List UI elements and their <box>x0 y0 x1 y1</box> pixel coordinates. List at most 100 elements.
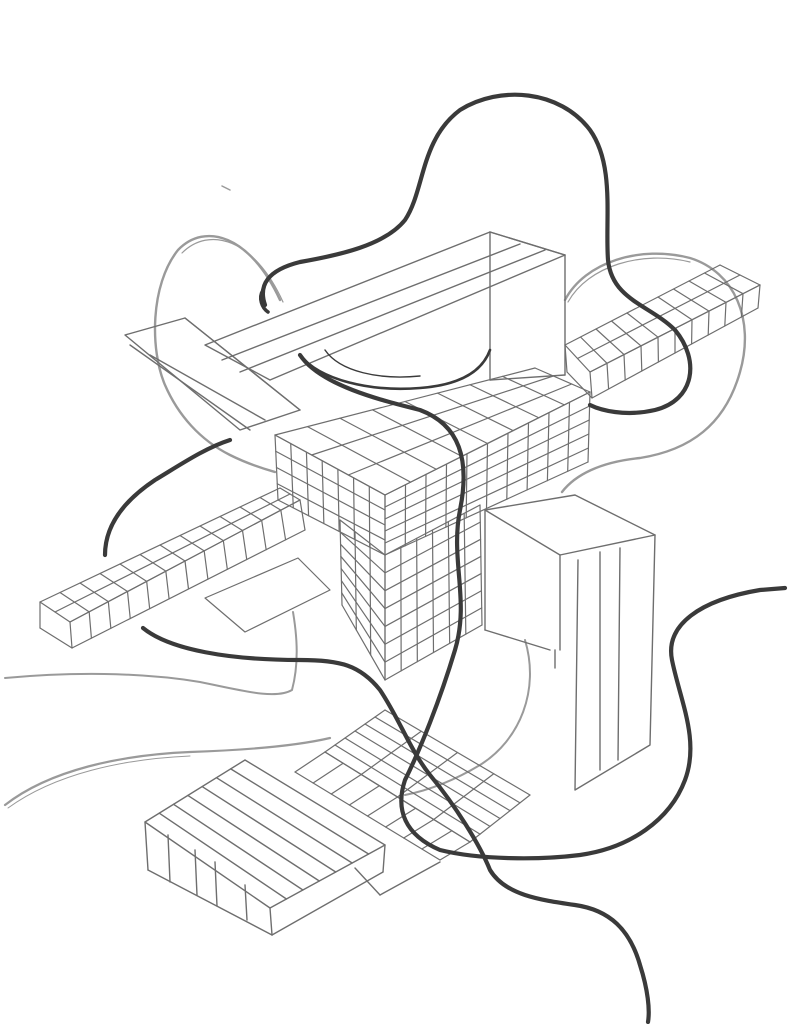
pillar-left-cell-line <box>339 531 386 574</box>
pillar-right-cell-line <box>463 512 467 635</box>
right-arm-front-cell-line <box>623 354 626 381</box>
pillar-right-cell-line <box>384 607 483 663</box>
pillar-left-cell-line <box>354 531 357 631</box>
cube-right-cell-line <box>384 461 589 556</box>
left-arm-edge <box>39 627 73 649</box>
left-arm-front-cell-line <box>69 499 301 623</box>
bottom-block-stripe <box>172 803 304 891</box>
top-beam <box>204 231 566 381</box>
cube-top-cell-line <box>534 367 591 393</box>
cube-right-cell-line <box>465 453 468 519</box>
pillar-right-cell-line <box>384 624 483 681</box>
pillar-right-cell-line <box>384 555 482 610</box>
cube-right-cell-line <box>384 419 590 520</box>
marker-top-loop <box>260 92 693 416</box>
floor-edge-cell-line <box>330 773 362 795</box>
left-arm-front-cell-line <box>241 529 248 561</box>
cube-right-cell-line <box>384 447 590 544</box>
pillar-right-cell-line <box>447 521 451 644</box>
floor-cell-line <box>360 730 422 776</box>
left-arm-front-cell-line <box>203 550 209 580</box>
left-arm-top-cell-line <box>39 487 281 603</box>
pillar-left-cell-line <box>369 542 372 656</box>
pillar-right-cell-line <box>384 572 482 628</box>
bottom-block-step <box>354 867 381 896</box>
left-arm-front-cell-line <box>107 601 112 629</box>
marker-curves <box>102 92 788 1024</box>
right-arm-front-cell-line <box>724 301 727 327</box>
floor-edge-cell-line <box>348 785 380 806</box>
marker-lower-sweep <box>140 625 651 1024</box>
right-standing-box <box>484 494 656 791</box>
cube-right-cell-line <box>567 401 571 472</box>
pillar-right-cell-line <box>384 504 481 556</box>
cube-top-cell-line <box>306 426 412 483</box>
floor-edge-cell-line <box>421 830 453 850</box>
cube-top-cell-line <box>274 367 536 436</box>
pillar-right-cell-line <box>416 537 418 663</box>
left-arm-front-cell-line <box>146 580 151 610</box>
bottom-block-segment <box>244 884 248 921</box>
left-arm-front-cell-line <box>299 499 306 531</box>
pillar-left-cell-line <box>340 555 386 610</box>
pillar-right-cell-line <box>384 590 483 645</box>
cube-right-cell-line <box>384 433 590 532</box>
top-tower <box>489 231 566 381</box>
cube-left-cell-line <box>275 450 386 511</box>
marker-main-curve <box>297 352 788 861</box>
pillar-left-cell-line <box>341 592 386 663</box>
bottom-block-edge <box>144 821 149 871</box>
cube-right-cell-line <box>384 391 591 496</box>
left-arm-front-cell-line <box>71 529 306 649</box>
cube-right-cell-line <box>587 391 591 463</box>
right-arm-front-cell-line <box>640 345 643 372</box>
cube-right-cell-line <box>526 422 530 491</box>
floor-edge-cell-line <box>385 807 417 828</box>
cube-left-cell-line <box>275 466 386 526</box>
pillar-left-cell-line <box>341 604 386 681</box>
left-arm-front-cell-line <box>165 570 170 600</box>
right-arm-front-cell-line <box>606 362 610 390</box>
lower-grid-floor <box>294 709 531 861</box>
left-arm-front-cell-line <box>69 621 73 649</box>
floor-cell-line <box>324 709 386 753</box>
bottom-block-stripe <box>158 812 288 900</box>
right-arm-front-cell-line <box>589 371 593 399</box>
cube-top-cell-line <box>436 392 514 432</box>
light-pencil-curves <box>3 185 747 809</box>
upper-slab <box>124 317 301 431</box>
pillar-left-cell-line <box>339 519 343 606</box>
cube-right-cell-line <box>506 432 509 500</box>
bottom-block-edge <box>382 844 386 873</box>
left-arm-front-cell-line <box>261 519 267 551</box>
floor-edge-cell-line <box>312 762 344 784</box>
bottom-block <box>144 759 441 936</box>
bottom-block-segment <box>214 861 218 907</box>
cube-right-cell-line <box>485 442 489 510</box>
cube-top-cell-line <box>347 383 573 476</box>
central-cube-grid <box>274 367 591 556</box>
cube-left-cell-line <box>274 434 386 496</box>
cube-top-cell-line <box>501 375 565 406</box>
cube-top-cell-line <box>469 384 540 419</box>
pillar-right-cell-line <box>431 529 435 654</box>
floor-cell-line <box>469 794 531 843</box>
bottom-block-stripe <box>215 777 353 864</box>
floor-edge-cell-line <box>366 796 399 817</box>
pillar-right-cell-line <box>384 538 482 592</box>
right-arm-front-cell-line <box>740 293 744 318</box>
right-arm-edge <box>564 344 568 373</box>
bottom-block-stripe <box>187 794 320 882</box>
bottom-block-edge <box>269 907 273 936</box>
bottom-block-stripe <box>230 768 370 855</box>
cube-top-cell-line <box>371 409 463 457</box>
bottom-block-edge <box>147 869 273 936</box>
cube-left-cell-line <box>276 483 386 541</box>
left-arm-grid <box>39 487 306 649</box>
cube-right-cell-line <box>546 412 550 482</box>
lower-pillar-grid <box>339 504 483 681</box>
left-arm-front-cell-line <box>280 509 287 541</box>
pillar-left-cell-line <box>340 580 386 645</box>
